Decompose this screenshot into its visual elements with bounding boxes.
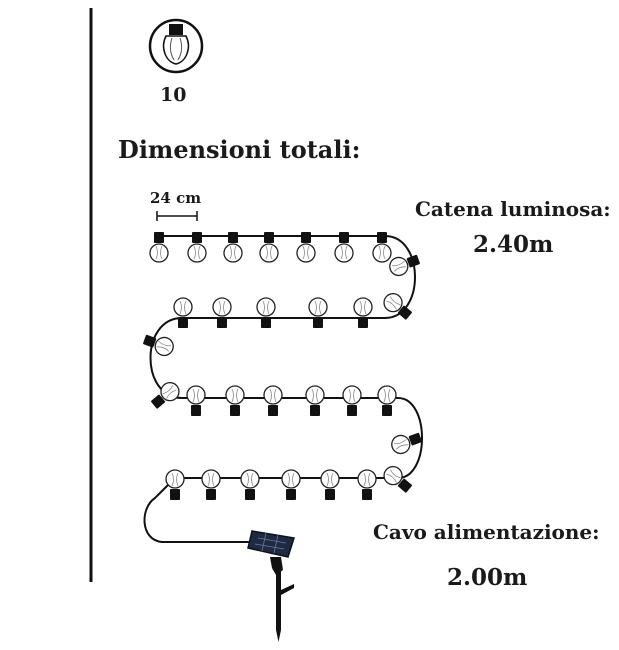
bulb-icon xyxy=(148,18,204,74)
power-cable xyxy=(143,477,255,543)
cable-label: Cavo alimentazione: xyxy=(373,520,600,544)
chain-length: 2.40m xyxy=(473,231,554,258)
cable-length: 2.00m xyxy=(447,564,528,591)
page-title: Dimensioni totali: xyxy=(118,135,361,164)
bulb-row-3 xyxy=(147,378,425,457)
solar-panel-icon xyxy=(247,530,295,642)
chain-label: Catena luminosa: xyxy=(415,197,611,221)
bulb-row-4 xyxy=(165,462,416,501)
bulb-row-1 xyxy=(149,231,423,279)
spacing-label: 24 cm xyxy=(150,189,202,207)
spacing-dimension xyxy=(156,211,198,221)
bulb-count: 10 xyxy=(160,84,187,106)
bulb-row-2 xyxy=(140,289,416,359)
chain-wire xyxy=(149,235,423,479)
